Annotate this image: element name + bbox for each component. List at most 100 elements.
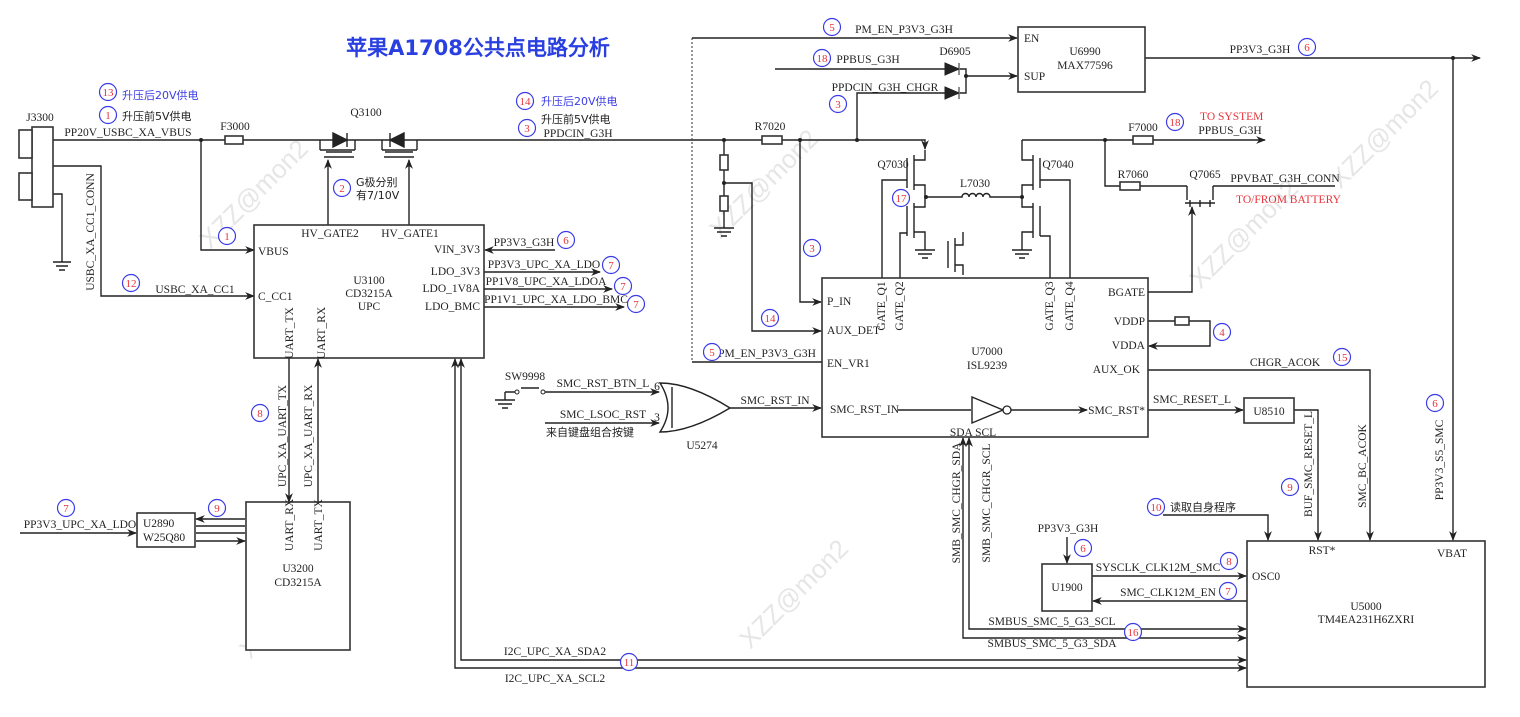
pin-osc0: OSC0 — [1252, 571, 1280, 583]
chip-u7000 — [821, 277, 1149, 438]
step-badge: 7 — [56, 498, 76, 518]
page-title: 苹果A1708公共点电路分析 — [346, 36, 610, 60]
resistor-divider-top — [719, 154, 729, 171]
chip-u8510 — [1243, 397, 1295, 424]
badge-number: 1 — [105, 110, 111, 122]
net-pp3v3-s5: PP3V3_S5_SMC — [1434, 419, 1446, 500]
ref-j3300: J3300 — [26, 112, 54, 124]
resistor-r7060 — [1119, 181, 1141, 191]
badge-number: 14 — [520, 96, 532, 108]
badge-number: 7 — [620, 281, 626, 293]
note-keyboard: 来自键盘组合按键 — [546, 425, 634, 439]
part-u6990: MAX77596 — [1057, 60, 1113, 72]
step-badge: 10 — [1146, 497, 1166, 517]
note-pre-boost-5v: 升压前5V供电 — [122, 109, 192, 123]
ref-u1900: U1900 — [1051, 582, 1083, 594]
or-gate-u5274 — [658, 382, 732, 433]
chip-u6990 — [1017, 26, 1146, 93]
badge-circle — [515, 91, 535, 111]
pin-hv-gate2: HV_GATE2 — [301, 228, 359, 240]
badge-circle — [217, 226, 237, 246]
ref-f3000: F3000 — [220, 121, 250, 133]
pin-gate-q1: GATE_Q1 — [876, 281, 888, 330]
note-battery: TO/FROM BATTERY — [1236, 194, 1342, 206]
net-ppdcin-chgr: PPDCIN_G3H_CHGR — [832, 82, 939, 94]
badge-number: 15 — [1337, 352, 1349, 364]
badge-circle — [1073, 538, 1093, 558]
pin-smc-rst-in: SMC_RST_IN — [830, 404, 900, 416]
badge-circle — [1219, 551, 1239, 571]
net-pp20v: PP20V_USBC_XA_VBUS — [64, 127, 191, 139]
ref-q3100: Q3100 — [350, 107, 382, 119]
badge-number: 6 — [563, 235, 569, 247]
pin-vin-3v3: VIN_3V3 — [434, 244, 480, 256]
net-ldo1v8: PP1V8_UPC_XA_LDOA — [486, 276, 607, 288]
pin-ldo-bmc: LDO_BMC — [425, 301, 480, 313]
ref-d6905: D6905 — [939, 46, 971, 58]
step-badge: 9 — [207, 498, 227, 518]
badge-circle — [556, 230, 576, 250]
ref-u6990: U6990 — [1069, 46, 1101, 58]
watermark: XZZ@mon2 — [733, 533, 854, 654]
step-badge: 1 — [98, 105, 118, 125]
step-badge: 7 — [1218, 581, 1238, 601]
pin-rst: RST* — [1309, 545, 1336, 557]
pin-vbus: VBUS — [258, 246, 289, 258]
badge-circle — [601, 255, 621, 275]
chip-u5000 — [1246, 540, 1486, 688]
fuse-f3000 — [224, 135, 244, 145]
net-pm-en: PM_EN_P3V3_G3H — [718, 348, 816, 360]
badge-circle — [812, 48, 832, 68]
badge-circle — [828, 94, 848, 114]
badge-number: 18 — [1170, 117, 1182, 129]
step-badge: 13 — [98, 82, 118, 102]
badge-circle — [207, 498, 227, 518]
part-u3200: CD3215A — [274, 577, 322, 589]
badge-number: 18 — [817, 53, 829, 65]
badge-circle — [1123, 622, 1143, 642]
step-badge: 14 — [760, 308, 780, 328]
badge-circle — [332, 178, 352, 198]
step-badge: 11 — [619, 652, 639, 672]
labels: 苹果A1708公共点电路分析升压后20V供电升压前5V供电G极分别有7/10V升… — [24, 24, 1467, 685]
badge-circle — [517, 118, 537, 138]
badge-circle — [1212, 322, 1232, 342]
note-read-program: 读取自身程序 — [1170, 500, 1236, 514]
pin-en: EN — [1024, 33, 1040, 45]
step-badge: 8 — [250, 403, 270, 423]
badge-circle — [702, 342, 722, 362]
ref-u8510: U8510 — [1253, 406, 1285, 418]
net-chgr-acok: CHGR_ACOK — [1250, 357, 1321, 369]
step-badge: 1 — [217, 226, 237, 246]
pin-aux-det: AUX_DET — [827, 325, 880, 337]
ref-u3200: U3200 — [282, 563, 314, 575]
components — [18, 26, 1486, 688]
step-badge: 6 — [556, 230, 576, 250]
ref-q7030: Q7030 — [877, 159, 909, 171]
badge-circle — [1146, 497, 1166, 517]
chip-u1900 — [1041, 563, 1093, 612]
net-uart-tx: UPC_XA_UART_TX — [277, 384, 289, 487]
pin-vdda: VDDA — [1112, 340, 1146, 352]
badge-circle — [1297, 37, 1317, 57]
badge-number: 3 — [809, 243, 815, 255]
badge-number: 3 — [524, 123, 530, 135]
step-badge: 18 — [1165, 112, 1185, 132]
pin-hv-gate1: HV_GATE1 — [381, 228, 439, 240]
step-badge: 5 — [702, 342, 722, 362]
mosfet-q3100 — [319, 131, 418, 158]
net-uart-rx: UPC_XA_UART_RX — [303, 384, 315, 488]
badge-number: 5 — [829, 22, 835, 34]
badge-circle — [626, 294, 646, 314]
net-ldo3v3: PP3V3_UPC_XA_LDO — [488, 259, 600, 271]
ref-r7060: R7060 — [1118, 169, 1149, 181]
pin-gate-q4: GATE_Q4 — [1064, 281, 1076, 330]
net-lsoc-rst: SMC_LSOC_RST — [560, 409, 646, 421]
badge-number: 16 — [1128, 627, 1140, 639]
badge-number: 8 — [1226, 556, 1232, 568]
ref-u3100: U3100 — [353, 275, 385, 287]
pin-ldo-3v3: LDO_3V3 — [431, 266, 480, 278]
badge-circle — [98, 105, 118, 125]
net-cc1: USBC_XA_CC1 — [155, 284, 234, 296]
pin-smc-rst: SMC_RST* — [1088, 405, 1145, 417]
